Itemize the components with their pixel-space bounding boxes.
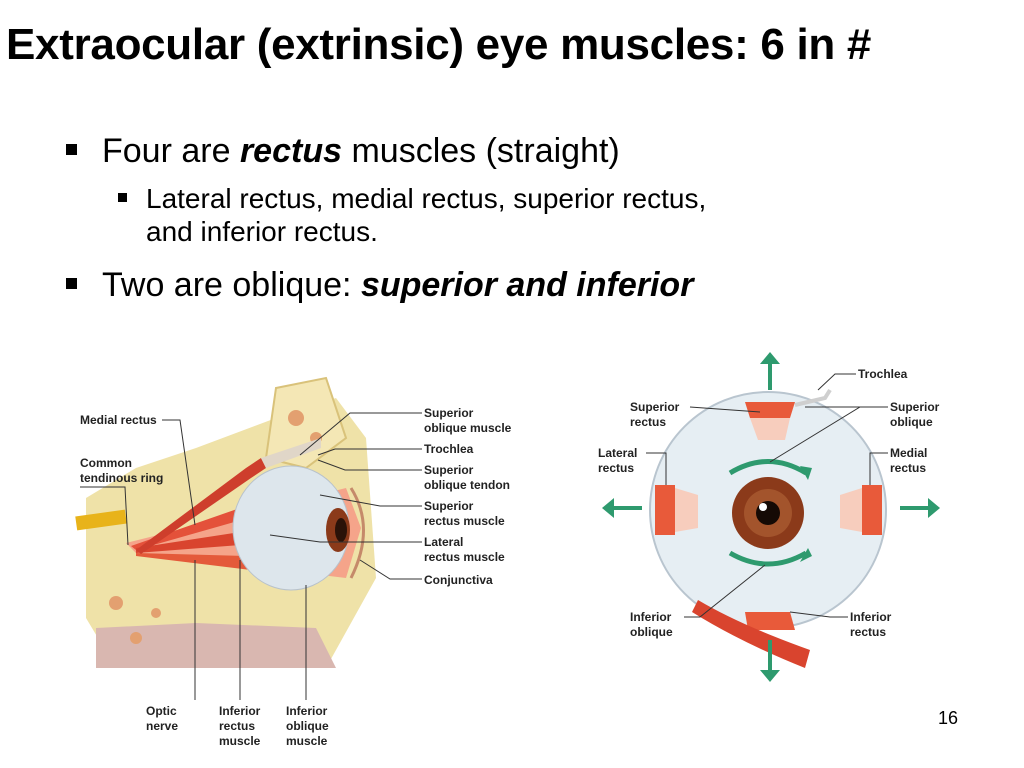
- label-line: tendinous ring: [80, 471, 164, 485]
- bullet-list: Four are rectus muscles (straight) Later…: [60, 130, 1010, 316]
- label-conjunctiva: Conjunctiva: [424, 573, 493, 587]
- eye-muscles-front-view-illustration: [602, 352, 940, 682]
- bullet-marker: [66, 144, 77, 155]
- label-line: rectus: [630, 415, 667, 429]
- label-line: Superior: [890, 400, 940, 414]
- label-line: oblique: [286, 719, 329, 733]
- label-line: muscle: [219, 734, 261, 748]
- label-medial-rectus: Medial rectus: [80, 413, 157, 427]
- label-line: muscle: [286, 734, 328, 748]
- label-line: Optic: [146, 704, 177, 718]
- label-line: nerve: [146, 719, 179, 733]
- subbullet-line: Lateral rectus, medial rectus, superior …: [146, 183, 707, 214]
- label-line: Inferior: [850, 610, 892, 624]
- label-line: rectus: [890, 461, 927, 475]
- label-line: oblique: [890, 415, 933, 429]
- eye-muscles-side-view-illustration: [75, 376, 376, 668]
- label-line: Inferior: [219, 704, 261, 718]
- label-line: rectus muscle: [424, 550, 505, 564]
- label-line: Inferior: [630, 610, 672, 624]
- label-line: Medial: [890, 446, 928, 460]
- label-line: rectus: [219, 719, 256, 733]
- label-trochlea-front: Trochlea: [858, 367, 908, 381]
- label-line: Lateral: [598, 446, 638, 460]
- label-line: Inferior: [286, 704, 328, 718]
- bullet-text: Two are oblique:: [102, 266, 361, 304]
- label-line: rectus: [598, 461, 635, 475]
- bullet-marker: [118, 193, 127, 202]
- bullet-marker: [66, 278, 77, 289]
- bullet-rectus: Four are rectus muscles (straight): [60, 130, 1010, 172]
- subbullet-line: and inferior rectus.: [146, 216, 378, 247]
- label-line: rectus muscle: [424, 514, 505, 528]
- label-line: rectus: [850, 625, 887, 639]
- label-line: oblique: [630, 625, 673, 639]
- label-line: Superior: [424, 463, 474, 477]
- label-trochlea-side: Trochlea: [424, 442, 474, 456]
- label-line: Superior: [424, 499, 474, 513]
- bullet-emphasis: rectus: [239, 132, 343, 170]
- bullet-text: muscles (straight): [342, 132, 620, 170]
- label-line: Superior: [630, 400, 680, 414]
- bullet-text: Four are: [102, 132, 240, 170]
- label-line: Common: [80, 456, 132, 470]
- label-line: Superior: [424, 406, 474, 420]
- label-line: oblique tendon: [424, 478, 510, 492]
- label-line: Lateral: [424, 535, 464, 549]
- bullet-oblique: Two are oblique: superior and inferior: [60, 264, 1010, 306]
- slide-title: Extraocular (extrinsic) eye muscles: 6 i…: [6, 20, 872, 69]
- bullet-emphasis: superior and inferior: [360, 266, 694, 304]
- label-line: oblique muscle: [424, 421, 512, 435]
- page-number: 16: [938, 708, 959, 728]
- subbullet-rectus-list: Lateral rectus, medial rectus, superior …: [60, 182, 1010, 248]
